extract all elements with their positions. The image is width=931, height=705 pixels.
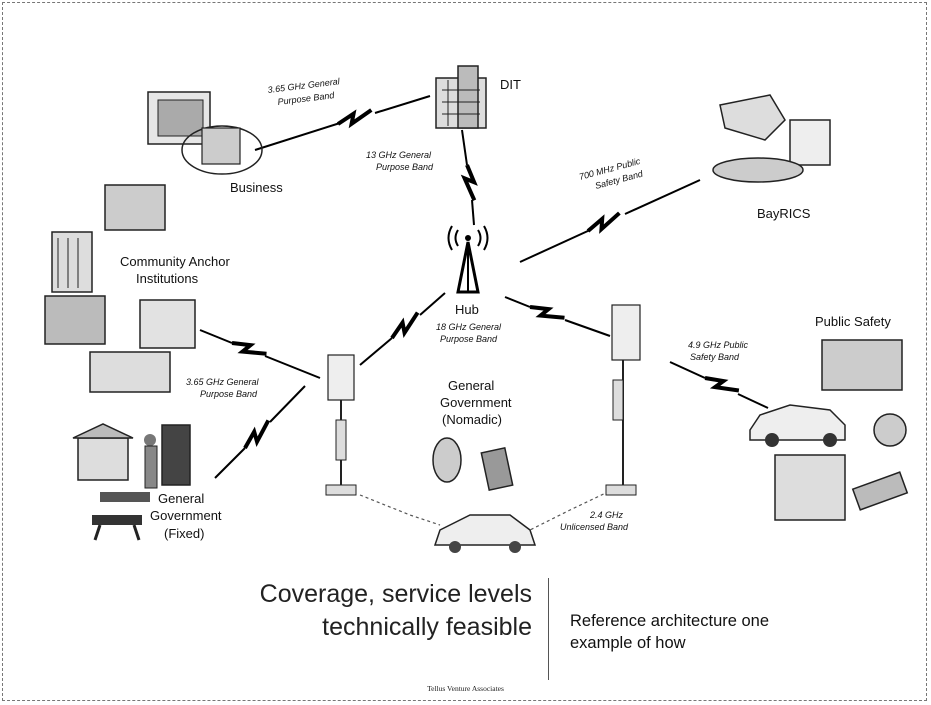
caption-right: Reference architecture one example of ho… [570,610,890,654]
band-label-b6-line2: Purpose Band [200,389,258,399]
band-label-b6-line1: 3.65 GHz General [186,377,260,387]
label-community-line2: Institutions [136,271,199,286]
band-label-b2-line2: Purpose Band [376,162,434,172]
label-fixed-line1: General [158,491,204,506]
government-fixed-icon [72,423,191,541]
business-building-icon [147,91,263,175]
link-towers-car [359,489,613,536]
link-community-left-tower [199,329,321,379]
label-nomadic-line1: General [448,378,494,393]
public-safety-icon [749,339,909,521]
label-dit: DIT [500,77,521,92]
caption-left-line1: Coverage, service levels [259,580,532,608]
band-label-b5-line1: 4.9 GHz Public [688,340,749,350]
label-fixed-line3: (Fixed) [164,526,204,541]
caption-divider [548,578,549,680]
nomadic-devices-icon [432,437,514,491]
label-business: Business [230,180,283,195]
label-hub: Hub [455,302,479,317]
link-business-dit [254,95,431,151]
link-hub-right-tower [504,296,611,337]
label-bayrics: BayRICS [757,206,811,221]
band-label-b7-line2: Unlicensed Band [560,522,629,532]
link-right-tower-public-safety [669,361,769,409]
caption-left: Coverage, service levels technically fea… [190,578,532,644]
band-label-b4-line1: 18 GHz General [436,322,502,332]
band-label-b7-line1: 2.4 GHz [589,510,624,520]
community-anchor-icon [44,184,196,393]
footer-credit: Tellus Venture Associates [427,684,504,693]
label-nomadic-line3: (Nomadic) [442,412,502,427]
label-public-safety: Public Safety [815,314,891,329]
label-fixed-line2: Government [150,508,222,523]
hub-tower-icon [447,225,489,294]
band-label-b2-line1: 13 GHz General [366,150,432,160]
link-dit-hub [461,129,479,226]
label-community-line1: Community Anchor [120,254,230,269]
caption-left-line2: technically feasible [322,613,532,641]
caption-right-line1: Reference architecture one [570,612,770,630]
bayrics-icon [712,94,831,183]
left-relay-tower-icon [325,354,357,496]
band-label-b5-line2: Safety Band [690,352,740,362]
label-nomadic-line2: Government [440,395,512,410]
car-icon [433,514,537,553]
band-label-b4-line2: Purpose Band [440,334,498,344]
link-hub-left-tower [359,292,446,366]
link-hub-bayrics [519,179,701,263]
dit-building-icon [435,65,487,129]
caption-right-line2: example of how [570,634,686,652]
right-relay-tower-icon [605,304,641,496]
link-fixed-left-tower [214,385,306,479]
